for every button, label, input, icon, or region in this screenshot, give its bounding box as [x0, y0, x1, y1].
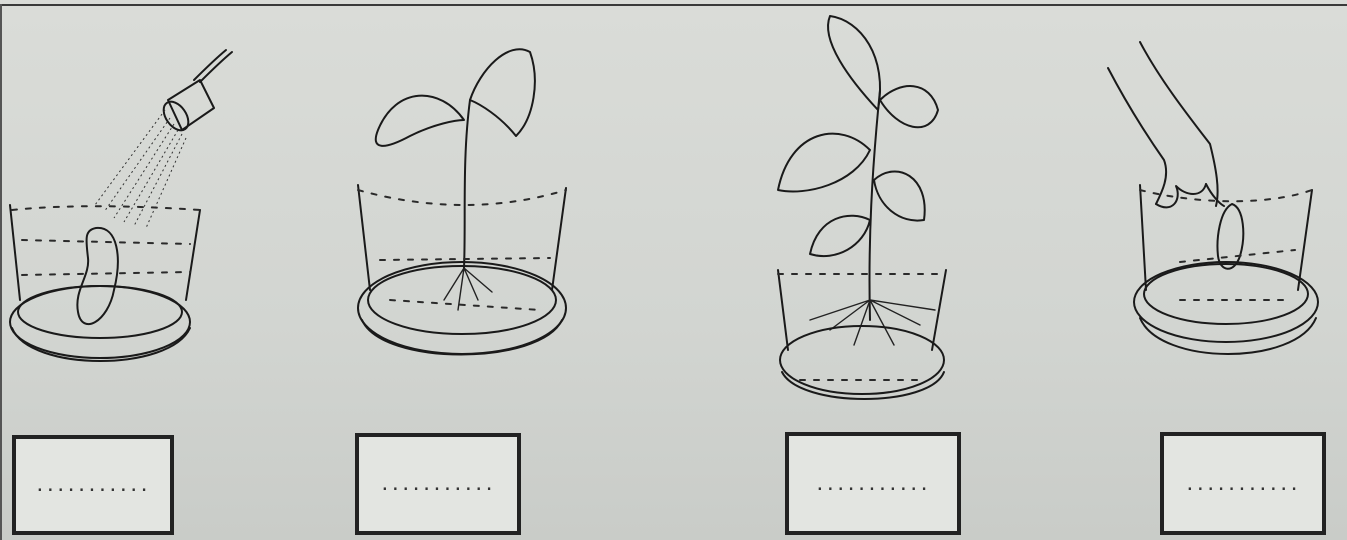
- answer-box-2[interactable]: ...........: [355, 433, 521, 535]
- answer-placeholder-4: ...........: [1186, 478, 1301, 494]
- grown-plant-illustration: [770, 0, 970, 420]
- stage-panel-seedling: ...........: [340, 0, 600, 540]
- stage-panel-watering: ...........: [0, 0, 260, 540]
- answer-placeholder-3: ...........: [816, 478, 931, 494]
- flower-pot: [778, 270, 946, 399]
- grown-plant-icon: [778, 16, 938, 345]
- answer-placeholder-2: ...........: [381, 478, 496, 494]
- answer-box-4[interactable]: ...........: [1160, 432, 1326, 535]
- seedling-illustration: [340, 0, 600, 420]
- watering-seed-illustration: [0, 0, 260, 420]
- answer-box-1[interactable]: ...........: [12, 435, 174, 535]
- watering-can-icon: [159, 50, 232, 135]
- answer-box-3[interactable]: ...........: [785, 432, 961, 535]
- answer-placeholder-1: ...........: [36, 479, 151, 495]
- bean-seed: [1218, 204, 1244, 269]
- stage-panel-grown: ...........: [770, 0, 970, 540]
- flower-pot: [358, 185, 566, 355]
- stage-panel-planting: ...........: [1120, 0, 1340, 540]
- hand-planting-icon: [1108, 42, 1224, 207]
- planting-seed-illustration: [1120, 0, 1340, 420]
